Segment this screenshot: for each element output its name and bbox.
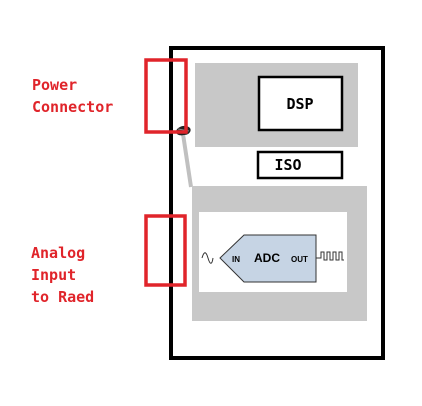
iso-label: ISO (274, 156, 301, 174)
power-connector-label: Power Connector (32, 76, 114, 116)
power-connector-marker (144, 58, 188, 134)
pulse-output-icon (316, 251, 344, 261)
adc-in-label: IN (232, 255, 240, 264)
dsp-label: DSP (286, 95, 313, 113)
analog-input-marker (144, 214, 187, 287)
adc-name-label: ADC (254, 251, 280, 265)
dsp-block (257, 75, 344, 132)
power-cable (181, 133, 193, 188)
iso-block (256, 150, 344, 180)
analog-input-label: Analog Input to Raed (31, 244, 95, 306)
adc-out-label: OUT (291, 255, 308, 264)
sine-wave-icon (201, 252, 214, 264)
